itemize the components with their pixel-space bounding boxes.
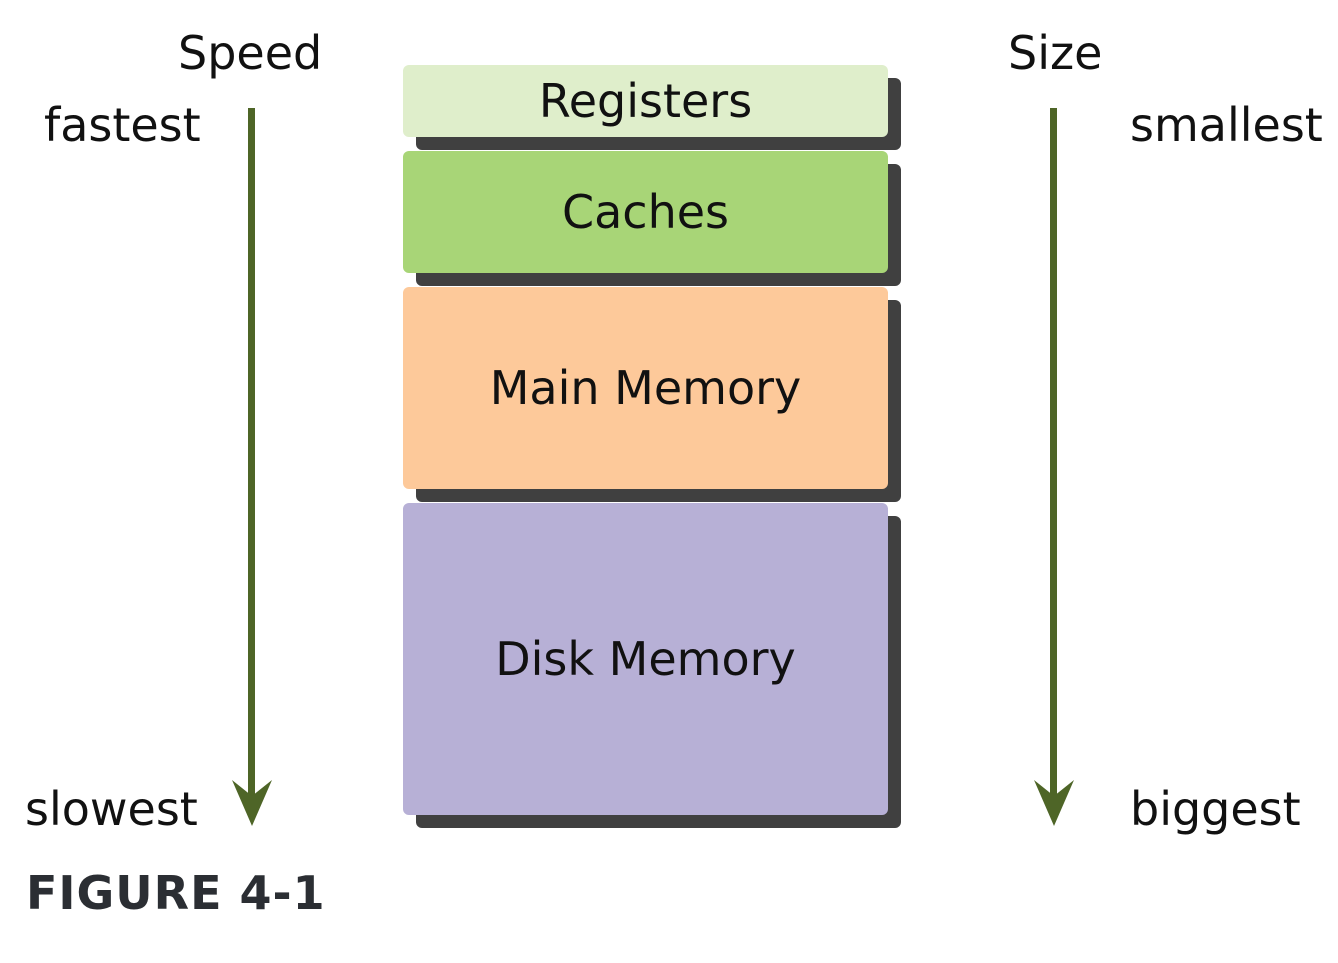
- layer-caches: Caches: [403, 151, 888, 273]
- layer-disk-memory: Disk Memory: [403, 503, 888, 815]
- speed-bottom-label: slowest: [25, 782, 198, 836]
- size-arrow-head-icon: [1034, 780, 1074, 826]
- size-top-label: smallest: [1130, 98, 1323, 152]
- figure-caption: FIGURE 4-1: [26, 866, 326, 920]
- layer-disk-memory-label: Disk Memory: [495, 632, 796, 686]
- layer-registers-label: Registers: [538, 74, 753, 128]
- layer-main-memory: Main Memory: [403, 287, 888, 489]
- size-bottom-label: biggest: [1130, 782, 1301, 836]
- layer-caches-label: Caches: [561, 185, 730, 239]
- layer-main-memory-label: Main Memory: [489, 361, 802, 415]
- speed-arrow-shaft: [248, 108, 255, 798]
- size-axis-title: Size: [1008, 26, 1103, 80]
- speed-arrow-head-icon: [232, 780, 272, 826]
- speed-top-label: fastest: [44, 98, 201, 152]
- size-arrow-shaft: [1050, 108, 1057, 798]
- layer-registers: Registers: [403, 65, 888, 137]
- speed-axis-title: Speed: [178, 26, 323, 80]
